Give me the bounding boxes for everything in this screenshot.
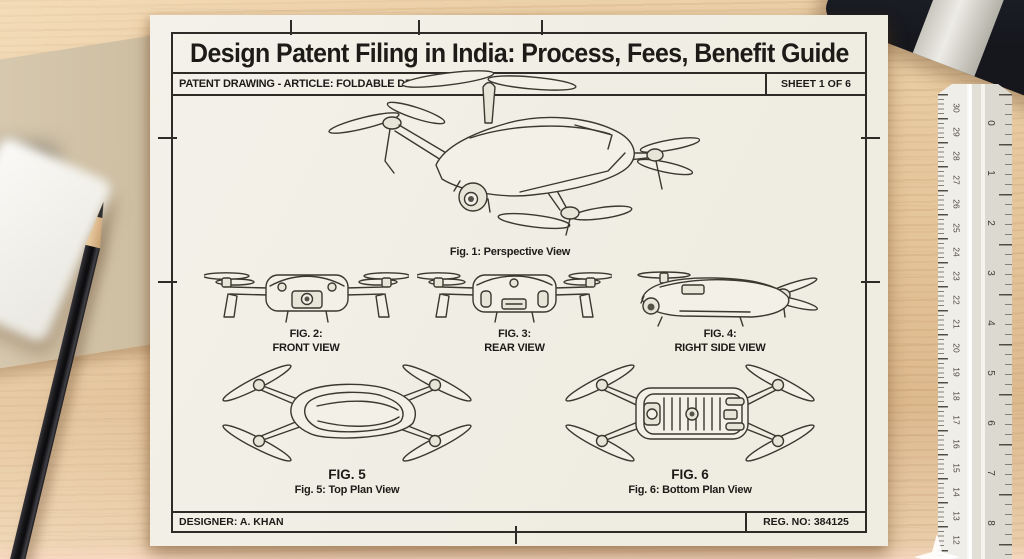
- figure-6-title: FIG. 6: [671, 467, 709, 482]
- registration-mark: [158, 137, 177, 139]
- drone-top-view-drawing: [222, 364, 472, 462]
- figure-5-title: FIG. 5: [328, 467, 366, 482]
- figure-6-bottom-plan: FIG. 6 Fig. 6: Bottom Plan View: [555, 359, 825, 497]
- ruler-number: 8: [985, 520, 997, 526]
- drone-bottom-view-drawing: [565, 364, 815, 462]
- registration-mark: [418, 20, 420, 35]
- figure-2-title: FIG. 2:: [289, 328, 323, 340]
- figure-1-caption: Fig. 1: Perspective View: [449, 246, 571, 258]
- title-block: Design Patent Filing in India: Process, …: [173, 34, 865, 74]
- figure-6-subtitle: Fig. 6: Bottom Plan View: [628, 484, 752, 497]
- figure-2-front: FIG. 2: FRONT VIEW: [200, 265, 412, 356]
- ruler-number: 22: [951, 295, 962, 305]
- ruler-number: 14: [951, 487, 962, 497]
- patent-sheet: Design Patent Filing in India: Process, …: [150, 15, 888, 546]
- ruler-minor-ticks: [1005, 94, 1012, 559]
- ruler-number: 12: [951, 535, 962, 545]
- ruler-number: 18: [951, 391, 962, 401]
- ruler-number: 27: [951, 175, 962, 185]
- pencil-lead: [97, 201, 106, 218]
- figure-1-perspective: Fig. 1: Perspective View: [320, 61, 700, 259]
- drone-side-view-drawing: [637, 271, 819, 327]
- registration-number: REG. NO: 384125: [745, 513, 865, 531]
- figure-5-subtitle: Fig. 5: Top Plan View: [294, 484, 400, 497]
- ruler-number: 0: [985, 120, 997, 126]
- ruler-number: 15: [951, 463, 962, 473]
- registration-mark: [861, 137, 880, 139]
- registration-mark: [158, 281, 177, 283]
- figure-2-subtitle: FRONT VIEW: [272, 342, 340, 355]
- footer-row: DESIGNER: A. KHAN REG. NO: 384125: [173, 511, 865, 531]
- figure-3-subtitle: REAR VIEW: [484, 342, 545, 355]
- desk-edge-highlight: [0, 543, 1024, 559]
- ruler-number: 20: [951, 343, 962, 353]
- figure-2-caption: FIG. 2: FRONT VIEW: [272, 327, 339, 356]
- figure-3-title: FIG. 3:: [498, 328, 531, 340]
- ruler-left-numbers: 30 29 28 27 26 25 24 23 22 21 20 19 18 17 16 15 14 13 12: [949, 96, 964, 552]
- ruler-number: 30: [951, 103, 962, 113]
- page-title: Design Patent Filing in India: Process, …: [189, 37, 849, 68]
- ruler-right-numbers: 0123456789: [984, 98, 998, 559]
- sheet-number: SHEET 1 OF 6: [765, 74, 865, 94]
- subheader-row: PATENT DRAWING - ARTICLE: FOLDABLE DRONE…: [173, 74, 865, 96]
- registration-mark: [541, 20, 543, 35]
- registration-mark: [515, 526, 517, 544]
- drone-perspective-drawing: [328, 70, 700, 236]
- drawing-frame: Design Patent Filing in India: Process, …: [171, 32, 867, 533]
- ruler-number: 4: [985, 320, 997, 326]
- figure-3-caption: FIG. 3: REAR VIEW: [484, 327, 545, 356]
- ruler-number: 6: [985, 420, 997, 426]
- drone-rear-view-drawing: [417, 272, 612, 323]
- ruler-number: 17: [951, 415, 962, 425]
- designer-label: DESIGNER: A. KHAN: [179, 516, 284, 528]
- ruler-number: 7: [985, 470, 997, 476]
- drawing-type-label: PATENT DRAWING - ARTICLE: FOLDABLE DRONE: [179, 78, 436, 90]
- ruler-number: 16: [951, 439, 962, 449]
- notebook-elastic-band: [912, 0, 1024, 77]
- figure-4-caption: FIG. 4: RIGHT SIDE VIEW: [674, 327, 765, 356]
- ruler-number: 25: [951, 223, 962, 233]
- ruler-number: 13: [951, 511, 962, 521]
- registration-mark: [290, 20, 292, 35]
- ruler-number: 21: [951, 319, 962, 329]
- ruler-number: 3: [985, 270, 997, 276]
- ruler-number: 5: [985, 370, 997, 376]
- ruler-number: 1: [985, 170, 997, 176]
- ruler-number: 19: [951, 367, 962, 377]
- figure-4-subtitle: RIGHT SIDE VIEW: [674, 342, 766, 355]
- drone-front-view-drawing: [203, 272, 409, 323]
- ruler-number: 24: [951, 247, 962, 257]
- figure-5-top-plan: FIG. 5 Fig. 5: Top Plan View: [212, 359, 482, 497]
- ruler-number: 28: [951, 151, 962, 161]
- ruler-number: 29: [951, 127, 962, 137]
- ruler-mm-ticks: [938, 94, 944, 559]
- registration-mark: [861, 281, 880, 283]
- ruler-number: 23: [951, 271, 962, 281]
- ruler-number: 2: [985, 220, 997, 226]
- ruler-number: 26: [951, 199, 962, 209]
- figure-4-title: FIG. 4:: [703, 328, 737, 340]
- ruler-ridge: [969, 84, 972, 559]
- figure-4-right-side: FIG. 4: RIGHT SIDE VIEW: [620, 265, 820, 356]
- figure-3-rear: FIG. 3: REAR VIEW: [412, 265, 617, 356]
